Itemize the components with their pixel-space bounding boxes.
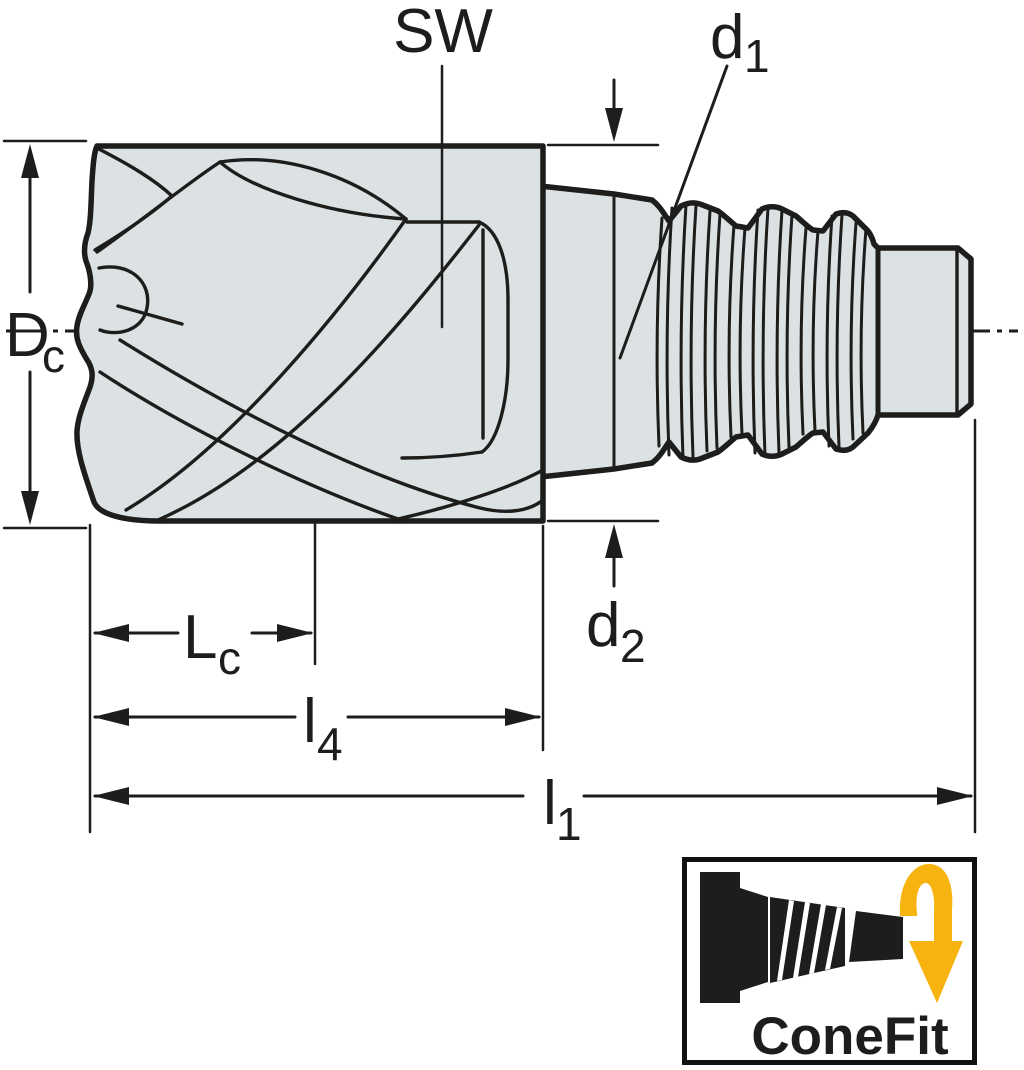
wrench-flat-curve (477, 220, 510, 454)
dc-subscript: c (42, 330, 65, 382)
dimension-lc: L c (88, 522, 317, 834)
lc-arrowhead-left (93, 624, 129, 642)
lc-arrowhead-right (277, 624, 313, 642)
rotation-arrow-head (909, 941, 963, 1003)
dimension-d2: d 2 (546, 78, 660, 672)
d2-label: d (586, 591, 620, 660)
l1-arrowhead-left (93, 787, 129, 805)
dc-label: D (5, 301, 50, 370)
gash-line (116, 304, 184, 326)
helix-flute-4 (118, 338, 545, 513)
dimension-dc: D c (2, 139, 88, 530)
dimension-d1: d 1 (618, 3, 770, 360)
l1-arrowhead-right (937, 787, 973, 805)
l1-subscript: 1 (556, 798, 582, 850)
d2-arrowhead-down (605, 108, 623, 142)
conefit-shank (537, 183, 974, 480)
cone-tip (849, 911, 903, 962)
flat-bottom-edge (400, 450, 484, 460)
l4-label: l (303, 687, 317, 756)
dimension-sw: SW (393, 0, 493, 329)
edge-to-insert (95, 160, 222, 254)
dimension-l1: l 1 (93, 418, 977, 850)
lc-label: L (183, 603, 217, 672)
cone-thread-slash (777, 900, 794, 981)
dc-arrowhead-down (21, 491, 39, 525)
flute-edges (93, 146, 545, 522)
l4-arrowhead-right (505, 708, 541, 726)
conefit-cone-icon (700, 872, 903, 1003)
flute-runout (396, 468, 545, 521)
helix-flute-3 (98, 370, 400, 521)
conefit-logo-text: ConeFit (751, 1007, 948, 1066)
sw-label: SW (393, 0, 493, 66)
cone-thread-slash (793, 902, 810, 978)
cone-thread-slash (825, 907, 842, 970)
gash-loop (97, 265, 150, 335)
corner-facet-upper (95, 146, 174, 198)
conefit-logo: ConeFit (682, 857, 977, 1066)
d1-leader-line (618, 64, 729, 360)
helix-flute-2 (156, 223, 481, 522)
cone-thread-slash (809, 904, 826, 974)
d2-subscript: 2 (620, 620, 646, 672)
l4-subscript: 4 (317, 718, 343, 770)
cone-base-bar (700, 872, 740, 1003)
d1-label: d (710, 3, 744, 72)
insert-edge-upper (218, 158, 408, 221)
cone-collar (740, 888, 768, 991)
helix-flute-1 (124, 217, 408, 512)
rotation-arrow-band (899, 863, 953, 944)
lc-subscript: c (218, 632, 241, 684)
dimension-l4: l 4 (93, 524, 545, 770)
rotation-arrow-icon (899, 863, 963, 1003)
thread-flank-lines (655, 203, 868, 460)
cutter-head (73, 143, 546, 524)
d2-arrowhead-up (605, 524, 623, 558)
insert-edge-lower (218, 160, 408, 221)
dc-arrowhead-up (21, 144, 39, 178)
l4-arrowhead-left (93, 708, 129, 726)
l1-label: l (543, 769, 557, 838)
d1-subscript: 1 (744, 30, 770, 82)
